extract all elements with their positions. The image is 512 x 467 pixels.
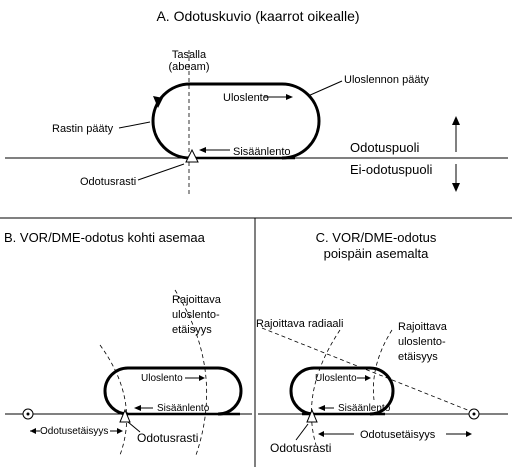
panel-c-station-dot: [472, 412, 476, 416]
inbound-label: Sisäänlento: [233, 146, 291, 158]
panel-b-station-dot: [26, 412, 30, 416]
panel-c-limit-dme-arc: [373, 329, 393, 401]
panel-b-limit-line1: Rajoittava: [172, 294, 222, 306]
non-holding-side-arrow-icon: [452, 183, 460, 192]
panel-b-inbound-arrow-icon: [134, 405, 141, 411]
fix-end-leader: [118, 121, 151, 129]
panel-c-limit-radial-line: [261, 327, 471, 412]
panel-b-distance-label: Odotusetäisyys: [40, 426, 108, 437]
panel-b-limit-dme-arc: [174, 289, 208, 456]
panel-c-limit-line2: uloslento-: [398, 336, 446, 348]
panel-b: B. VOR/DME-odotus kohti asemaa Rajoittav…: [4, 230, 252, 456]
panel-b-outbound-arrow-icon: [199, 375, 205, 381]
panel-b-fix-dme-arc: [99, 344, 128, 456]
panel-a-title: A. Odotuskuvio (kaarrot oikealle): [156, 8, 359, 24]
panel-c-outbound-label: Uloslento: [315, 373, 357, 384]
panel-a: A. Odotuskuvio (kaarrot oikealle) Tasall…: [5, 8, 508, 195]
panel-c-title-line2: poispäin asemalta: [324, 246, 430, 261]
panel-c-inbound-label: Sisäänlento: [338, 403, 391, 414]
outbound-end-leader: [307, 80, 343, 97]
panel-c-distance-left-arrow: [318, 431, 324, 437]
panel-c-distance-right-arrow: [466, 431, 472, 437]
fix-end-label: Rastin pääty: [52, 123, 114, 135]
panel-b-distance-right-arrow: [117, 428, 123, 434]
holding-side-label: Odotuspuoli: [350, 140, 419, 155]
outbound-end-label: Uloslennon pääty: [344, 74, 430, 86]
panel-b-holding-fix-leader: [127, 421, 141, 433]
panel-b-limit-line3: etäisyys: [172, 324, 212, 336]
outbound-arrow-icon: [286, 94, 293, 100]
panel-b-title: B. VOR/DME-odotus kohti asemaa: [4, 230, 206, 245]
holding-fix-leader: [137, 163, 185, 181]
inbound-arrow-icon: [199, 147, 206, 153]
panel-c-fix-dme-arc: [311, 329, 341, 446]
panel-b-holding-fix-label: Odotusrasti: [137, 431, 198, 445]
turn-arrowhead: [153, 96, 163, 108]
panel-c-distance-label: Odotusetäisyys: [360, 429, 436, 441]
panel-b-distance-left-arrow: [30, 428, 36, 434]
panel-c-limit-radial-label: Rajoittava radiaali: [256, 318, 343, 330]
panel-b-limit-line2: uloslento-: [172, 309, 220, 321]
abeam-label-line2: (abeam): [169, 61, 210, 73]
panel-b-fix-triangle: [119, 408, 131, 423]
racetrack-path: [151, 82, 321, 160]
panel-c-racetrack: [289, 366, 395, 416]
panel-c-limit-line1: Rajoittava: [398, 321, 448, 333]
panel-c-outbound-arrow-icon: [365, 375, 371, 381]
panel-c-limit-line3: etäisyys: [398, 351, 438, 363]
holding-fix-label: Odotusrasti: [80, 176, 136, 188]
panel-b-inbound-label: Sisäänlento: [157, 403, 210, 414]
panel-c-title-line1: C. VOR/DME-odotus: [316, 230, 437, 245]
panel-b-outbound-label: Uloslento: [141, 373, 183, 384]
abeam-label-line1: Tasalla: [172, 49, 207, 61]
panel-c: C. VOR/DME-odotus poispäin asemalta Rajo…: [256, 230, 508, 455]
non-holding-side-label: Ei-odotuspuoli: [350, 162, 432, 177]
panel-c-holding-fix-label: Odotusrasti: [270, 441, 331, 455]
panel-c-holding-fix-leader: [295, 423, 309, 441]
holding-fix-triangle: [185, 148, 199, 163]
panel-c-inbound-arrow-icon: [318, 405, 325, 411]
holding-side-arrow-icon: [452, 116, 460, 125]
outbound-label: Uloslento: [223, 92, 269, 104]
panel-c-fix-triangle: [306, 408, 318, 423]
panel-b-racetrack: [103, 366, 243, 416]
